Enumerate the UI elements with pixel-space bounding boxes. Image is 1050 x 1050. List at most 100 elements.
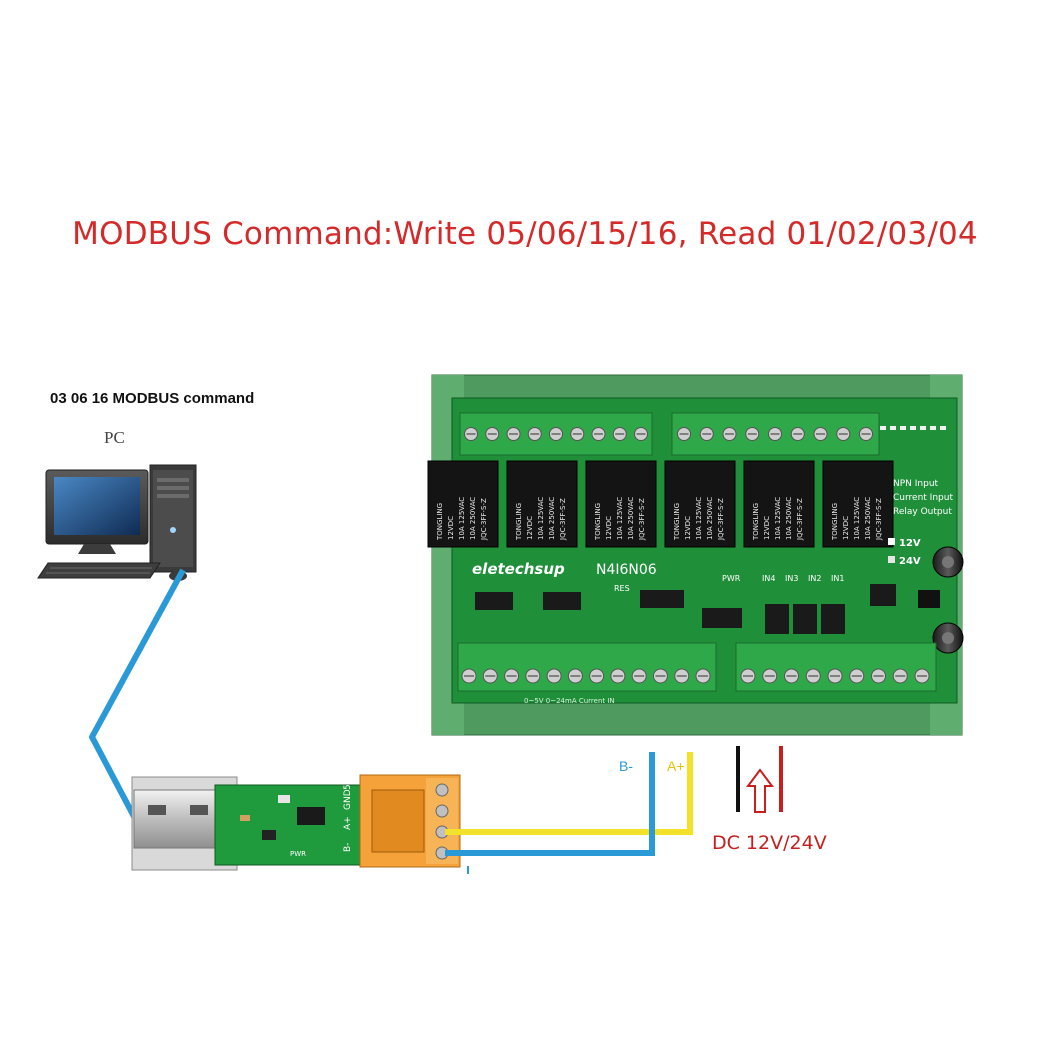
usb-cable	[89, 568, 186, 830]
bottom-terminal-screws	[461, 668, 930, 684]
adapter-pwr-label: PWR	[290, 850, 306, 858]
status-led	[890, 426, 896, 430]
pc-label: PC	[104, 428, 125, 447]
relay-text: JQC-3FF-S-Z	[559, 498, 567, 541]
usb-plug-hole	[148, 805, 166, 815]
board-input-label: IN4	[762, 574, 775, 583]
relay-text: TONGLING	[831, 503, 839, 541]
board-pwr-label: PWR	[722, 574, 741, 583]
relay-text: JQC-3FF-S-Z	[717, 498, 725, 541]
pc-command-label: 03 06 16 MODBUS command	[50, 390, 255, 407]
relay-text: 10A 250VAC	[785, 497, 793, 540]
relay-text: 10A 125VAC	[774, 497, 782, 540]
pc-tower-face	[153, 470, 193, 567]
usb-rs485-adapter: PWR B- A+ GND 5V	[131, 774, 461, 871]
power-label: DC 12V/24V	[712, 832, 827, 854]
status-led	[940, 426, 946, 430]
pc-power-led	[170, 527, 176, 533]
power-arrow-icon	[746, 768, 774, 813]
board-input-label: IN3	[785, 574, 798, 583]
relay-text: 10A 125VAC	[458, 497, 466, 540]
relay-body	[743, 460, 815, 548]
adapter-pin-label: A+	[343, 816, 353, 830]
relay-text: TONGLING	[594, 503, 602, 541]
voltage-12v-box	[888, 538, 895, 545]
relay-text: 12VDC	[842, 516, 850, 540]
board-ic	[870, 584, 896, 606]
terminal-screw	[435, 804, 449, 818]
board-ic	[765, 604, 789, 634]
adapter-chip	[297, 807, 325, 825]
wire-b-minus	[445, 752, 655, 856]
relay-body	[506, 460, 578, 548]
adapter-terminal-slot	[371, 789, 425, 853]
legend-npn-input: NPN Input	[893, 479, 939, 489]
board-ic	[475, 592, 513, 610]
bottom-terminal-right	[735, 642, 937, 692]
pc-monitor-stand	[78, 544, 116, 554]
top-terminal-screws	[464, 427, 873, 441]
adapter-pin-label: 5V	[343, 777, 353, 790]
relay-text: 10A 250VAC	[627, 497, 635, 540]
relay-body	[664, 460, 736, 548]
board-brand: eletechsup	[472, 560, 565, 578]
voltage-24v-label: 24V	[899, 556, 921, 567]
relay-text: 12VDC	[605, 516, 613, 540]
relay-text: 12VDC	[763, 516, 771, 540]
board-ic	[793, 604, 817, 634]
status-led	[900, 426, 906, 430]
status-led	[880, 426, 886, 430]
adapter-component	[240, 815, 250, 821]
pc-screen	[54, 477, 140, 535]
relay-text: JQC-3FF-S-Z	[796, 498, 804, 541]
legend-relay-output: Relay Output	[893, 507, 952, 517]
relay-text: 10A 250VAC	[706, 497, 714, 540]
wire-a-plus	[445, 752, 693, 835]
relay-text: JQC-3FF-S-Z	[480, 498, 488, 541]
pc-icon	[37, 464, 197, 581]
relay-text: JQC-3FF-S-Z	[875, 498, 883, 541]
relay-text: 10A 125VAC	[616, 497, 624, 540]
relay-text: 10A 125VAC	[537, 497, 545, 540]
capacitor-bottom-cap	[942, 632, 954, 644]
relay-text: 10A 250VAC	[548, 497, 556, 540]
relay-body	[427, 460, 499, 548]
adapter-pin-label: GND	[343, 789, 353, 810]
relay-text: TONGLING	[673, 503, 681, 541]
board-input-label: IN1	[831, 574, 844, 583]
pc-drive-bay	[157, 478, 189, 482]
pc-drive-bay	[157, 486, 189, 490]
status-led	[930, 426, 936, 430]
relay-text: 10A 250VAC	[864, 497, 872, 540]
voltage-12v-label: 12V	[899, 538, 921, 549]
capacitor-top-cap	[942, 556, 954, 568]
adapter-pin-label: B-	[343, 843, 353, 852]
board-bottom-text: 0~5V 0~24mA Current IN	[524, 697, 615, 705]
board-ic	[543, 592, 581, 610]
relay-text: TONGLING	[515, 503, 523, 541]
relay-text: TONGLING	[752, 503, 760, 541]
relay-body	[822, 460, 894, 548]
board-status-leds	[880, 426, 946, 430]
relay-text: 12VDC	[447, 516, 455, 540]
pc-drive-bay	[157, 494, 189, 498]
board-model: N4I6N06	[596, 562, 657, 578]
wire-b-label: B-	[619, 758, 633, 774]
bottom-terminal-left	[457, 642, 717, 692]
relay-text: JQC-3FF-S-Z	[638, 498, 646, 541]
relay-text: 12VDC	[684, 516, 692, 540]
relay-text: 10A 125VAC	[853, 497, 861, 540]
terminal-screw	[435, 783, 449, 797]
status-led	[910, 426, 916, 430]
board-input-label: IN2	[808, 574, 821, 583]
page-title: MODBUS Command:Write 05/06/15/16, Read 0…	[72, 216, 978, 252]
legend-current-input: Current Input	[893, 493, 953, 503]
wire-a-label: A+	[667, 758, 685, 774]
